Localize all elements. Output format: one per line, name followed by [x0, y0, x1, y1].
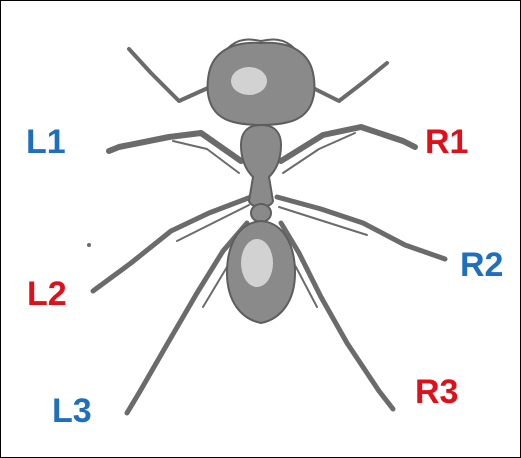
gaster-highlight — [241, 239, 273, 287]
leg-l1 — [109, 133, 241, 161]
leg-r2 — [277, 197, 445, 259]
ant-petiole — [251, 204, 271, 222]
sketch-mark — [87, 243, 91, 247]
leg-label-l3: L3 — [52, 394, 92, 428]
leg-l1-inner — [173, 141, 239, 173]
leg-r1 — [281, 127, 415, 161]
antenna-left — [129, 49, 219, 101]
leg-label-r2: R2 — [460, 248, 503, 282]
antenna-right — [303, 63, 387, 101]
leg-r3 — [281, 223, 393, 409]
leg-label-l1: L1 — [26, 125, 66, 159]
leg-label-r1: R1 — [425, 125, 468, 159]
ant-thorax — [241, 125, 281, 207]
head-highlight — [231, 67, 267, 95]
leg-label-l2: L2 — [27, 277, 67, 311]
leg-label-r3: R3 — [415, 375, 458, 409]
